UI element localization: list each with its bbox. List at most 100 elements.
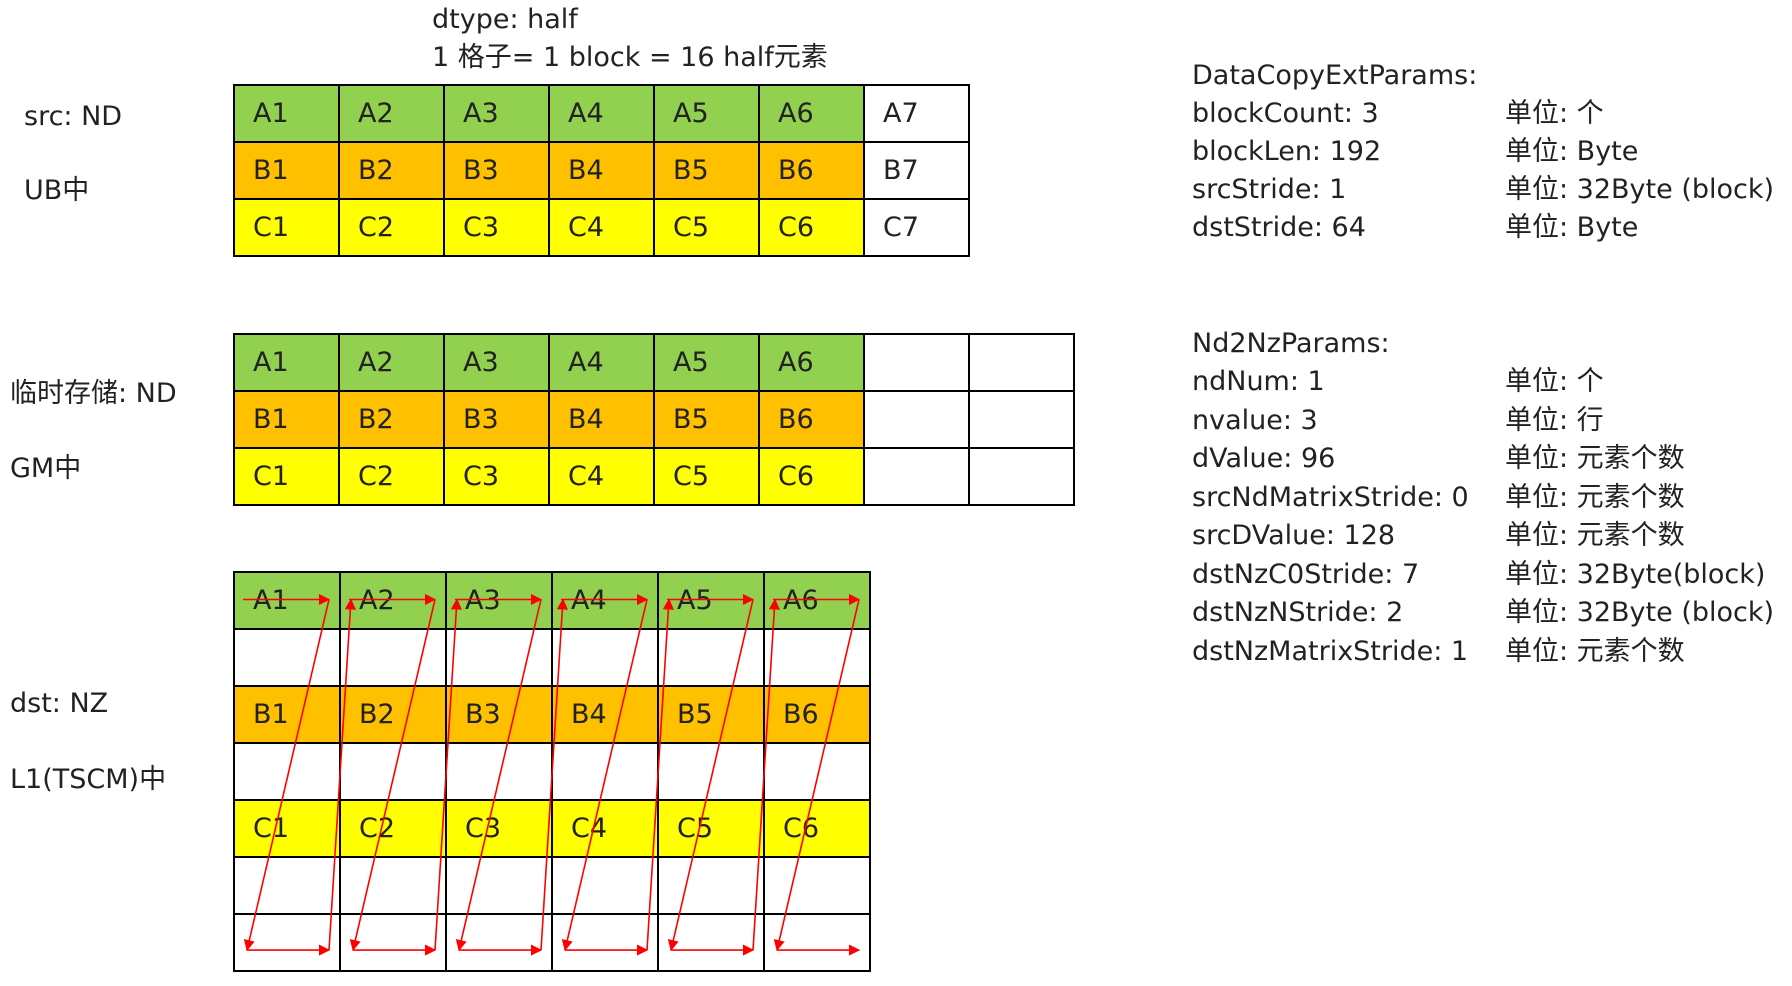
dst-location-label: L1(TSCM)中 bbox=[10, 764, 167, 795]
grid-cell: B1 bbox=[233, 390, 340, 449]
grid-cell bbox=[763, 913, 871, 972]
grid-cell bbox=[657, 742, 765, 801]
src-layout-label: src: ND bbox=[24, 101, 123, 132]
param-name: dstNzC0Stride: 7 bbox=[1192, 558, 1420, 590]
grid-cell bbox=[339, 856, 447, 915]
grid-cell bbox=[551, 742, 659, 801]
grid-cell: C5 bbox=[657, 799, 765, 858]
grid-row bbox=[233, 913, 871, 972]
grid-cell bbox=[763, 628, 871, 687]
tmp-layout-label: 临时存储: ND bbox=[10, 378, 177, 409]
param-unit: 单位: 元素个数 bbox=[1505, 635, 1685, 667]
grid-cell: A4 bbox=[548, 84, 655, 143]
param-name: srcStride: 1 bbox=[1192, 174, 1347, 205]
grid-cell: A3 bbox=[445, 571, 553, 630]
param-unit: 单位: 个 bbox=[1505, 98, 1604, 129]
grid-cell: B5 bbox=[653, 141, 760, 200]
grid-cell: A5 bbox=[653, 333, 760, 392]
grid-cell: A1 bbox=[233, 571, 341, 630]
dst-layout-label: dst: NZ bbox=[10, 688, 109, 719]
grid-cell bbox=[968, 390, 1075, 449]
param-unit: 单位: 个 bbox=[1505, 366, 1604, 397]
grid-cell bbox=[968, 447, 1075, 506]
grid-cell: C1 bbox=[233, 447, 340, 506]
grid-row bbox=[233, 628, 871, 687]
param-name: srcNdMatrixStride: 0 bbox=[1192, 481, 1469, 513]
grid-cell bbox=[763, 856, 871, 915]
grid-cell: B4 bbox=[548, 390, 655, 449]
grid-cell: B7 bbox=[863, 141, 970, 200]
grid-cell: B3 bbox=[445, 685, 553, 744]
param-unit: 单位: Byte bbox=[1505, 136, 1639, 167]
grid-cell: B3 bbox=[443, 141, 550, 200]
grid-cell: A6 bbox=[763, 571, 871, 630]
grid-cell: B5 bbox=[653, 390, 760, 449]
grid-cell: C1 bbox=[233, 198, 340, 257]
grid-cell bbox=[445, 628, 553, 687]
grid-cell: A7 bbox=[863, 84, 970, 143]
param-name: srcDValue: 128 bbox=[1192, 520, 1396, 551]
nd2nz-title: Nd2NzParams: bbox=[1192, 328, 1390, 359]
grid-cell: A2 bbox=[339, 571, 447, 630]
param-name: dstStride: 64 bbox=[1192, 212, 1366, 243]
grid-cell bbox=[968, 333, 1075, 392]
grid-cell: A2 bbox=[338, 84, 445, 143]
dtype-label: dtype: half bbox=[432, 4, 578, 35]
grid-cell: C6 bbox=[758, 447, 865, 506]
grid-cell: C2 bbox=[339, 799, 447, 858]
grid-cell: C3 bbox=[445, 799, 553, 858]
block-unit-label: 1 格子= 1 block = 16 half元素 bbox=[432, 42, 828, 73]
grid-cell bbox=[551, 856, 659, 915]
grid-cell: C3 bbox=[443, 447, 550, 506]
grid-cell bbox=[233, 913, 341, 972]
grid-cell: B3 bbox=[443, 390, 550, 449]
param-name: blockCount: 3 bbox=[1192, 98, 1379, 129]
grid-cell bbox=[763, 742, 871, 801]
src-location-label: UB中 bbox=[24, 175, 90, 206]
param-name: nvalue: 3 bbox=[1192, 404, 1318, 436]
grid-cell: B6 bbox=[763, 685, 871, 744]
grid-cell bbox=[551, 913, 659, 972]
grid-cell: C6 bbox=[758, 198, 865, 257]
grid-cell: B5 bbox=[657, 685, 765, 744]
grid-cell bbox=[657, 628, 765, 687]
grid-cell bbox=[339, 742, 447, 801]
grid-cell bbox=[657, 913, 765, 972]
grid-cell: A3 bbox=[443, 84, 550, 143]
grid-row bbox=[233, 742, 871, 801]
grid-cell: A1 bbox=[233, 84, 340, 143]
grid-cell: C5 bbox=[653, 447, 760, 506]
param-name: dstNzNStride: 2 bbox=[1192, 597, 1404, 628]
grid-cell: C3 bbox=[443, 198, 550, 257]
grid-row bbox=[233, 856, 871, 915]
grid-cell bbox=[445, 856, 553, 915]
param-unit: 单位: 元素个数 bbox=[1505, 520, 1685, 551]
grid-cell bbox=[233, 742, 341, 801]
grid-cell: B2 bbox=[339, 685, 447, 744]
grid-cell: B6 bbox=[758, 141, 865, 200]
grid-cell: A5 bbox=[657, 571, 765, 630]
grid-cell: B2 bbox=[338, 141, 445, 200]
grid-cell: A3 bbox=[443, 333, 550, 392]
grid-cell: B4 bbox=[551, 685, 659, 744]
grid-cell bbox=[863, 390, 970, 449]
param-unit: 单位: 行 bbox=[1505, 404, 1604, 436]
grid-cell bbox=[863, 333, 970, 392]
param-name: ndNum: 1 bbox=[1192, 366, 1325, 397]
param-unit: 单位: 32Byte(block) bbox=[1505, 558, 1766, 590]
grid-cell: A2 bbox=[338, 333, 445, 392]
param-name: dValue: 96 bbox=[1192, 443, 1336, 474]
grid-cell bbox=[445, 913, 553, 972]
grid-cell: C6 bbox=[763, 799, 871, 858]
grid-cell: C7 bbox=[863, 198, 970, 257]
